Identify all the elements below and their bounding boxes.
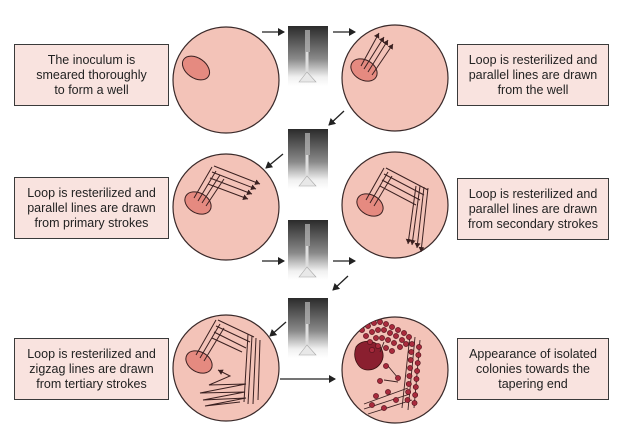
agar-plate-well-icon (172, 26, 280, 134)
colony-dot (395, 375, 401, 381)
colony-dot (373, 335, 379, 341)
colony-dot (391, 340, 397, 346)
agar-plate-zigzag-streak-icon (172, 314, 280, 422)
colony-dot (377, 319, 383, 325)
step-2-line-1: Loop is resterilized and (468, 52, 598, 67)
agar-plate-colonies-icon (341, 316, 449, 424)
step-1-line-2: smeared thoroughly (36, 67, 147, 82)
step-4-caption: Loop is resterilized and parallel lines … (457, 178, 609, 240)
colony-dot (414, 360, 421, 366)
step-4-line-2: parallel lines are drawn (468, 201, 598, 216)
step-2-line-2: parallel lines are drawn (468, 67, 598, 82)
step-3-line-3: from primary strokes (34, 215, 149, 230)
arrow-down-left-icon (328, 110, 345, 126)
colony-dot (406, 373, 413, 379)
step-4-line-1: Loop is resterilized and (468, 186, 598, 201)
colony-dot (411, 400, 418, 406)
step-4-line-3: from secondary strokes (468, 216, 598, 231)
colony-dot (389, 348, 395, 354)
agar-plate-secondary-streak-icon (172, 153, 280, 261)
step-2-caption: Loop is resterilized and parallel lines … (457, 44, 609, 106)
colony-dot (383, 321, 389, 327)
colony-dot (416, 344, 422, 350)
colony-dot (401, 330, 407, 336)
step-5-caption: Loop is resterilized and zigzag lines ar… (14, 338, 169, 400)
step-1-line-3: to form a well (54, 82, 129, 97)
colony-dot (407, 357, 414, 363)
colony-dot (415, 352, 422, 358)
colony-dot (377, 378, 383, 384)
step-6-line-3: tapering end (498, 376, 568, 391)
flow-arrows (262, 28, 356, 383)
colony-dot (395, 327, 401, 333)
colony-dot (407, 365, 413, 371)
colony-dot (369, 402, 375, 408)
colony-dot (408, 349, 415, 355)
colony-dot (383, 363, 389, 369)
step-5-line-2: zigzag lines are drawn (29, 361, 154, 376)
colony-dot (387, 330, 393, 336)
colony-dot (414, 368, 420, 374)
colony-dot (403, 341, 409, 347)
agar-plate-tertiary-streak-icon (341, 151, 449, 259)
agar-plate-primary-streak-icon (341, 24, 449, 132)
step-5-line-3: from tertiary strokes (36, 376, 147, 391)
step-6-line-1: Appearance of isolated (469, 346, 597, 361)
colony-dot (406, 334, 412, 340)
colony-dot (405, 389, 412, 395)
colony-dot (412, 392, 419, 398)
colony-dot (399, 337, 405, 343)
colony-dot (383, 345, 389, 351)
arrow-down-left-icon (265, 153, 284, 169)
step-1-caption: The inoculum is smeared thoroughly to fo… (14, 44, 169, 106)
colony-dot (367, 339, 373, 345)
step-3-line-1: Loop is resterilized and (27, 185, 156, 200)
bunsen-burner-flame-icon (288, 298, 328, 358)
colony-dot (369, 347, 375, 353)
colony-dot (375, 327, 381, 333)
colony-dot (409, 341, 415, 347)
colony-dot (381, 327, 387, 333)
colony-dot (375, 343, 381, 349)
colony-dot (405, 381, 412, 387)
colony-dot (379, 335, 385, 341)
step-6-caption: Appearance of isolated colonies towards … (457, 338, 609, 400)
arrow-down-left-icon (269, 321, 287, 337)
colony-dot (363, 333, 369, 339)
colony-dot (373, 393, 379, 399)
bunsen-burner-flame-icon (288, 220, 328, 280)
colony-dot (397, 344, 403, 350)
step-2-line-3: from the well (497, 82, 569, 97)
colony-dot (412, 384, 419, 390)
step-1-line-1: The inoculum is (47, 52, 136, 67)
step-5-line-1: Loop is resterilized and (27, 346, 156, 361)
colony-dot (385, 389, 391, 395)
bunsen-burner-flame-icon (288, 26, 328, 86)
step-3-line-2: parallel lines are drawn (27, 200, 156, 215)
colony-dot (413, 376, 420, 382)
colony-dot (393, 397, 399, 403)
colony-dot (385, 337, 391, 343)
colony-dot (381, 405, 387, 411)
colony-dot (404, 397, 411, 403)
bunsen-burner-flame-icon (288, 129, 328, 189)
step-6-line-2: colonies towards the (476, 361, 590, 376)
step-3-caption: Loop is resterilized and parallel lines … (14, 177, 169, 239)
colony-dot (389, 324, 395, 330)
arrow-down-left-icon (332, 275, 349, 291)
colony-dot (369, 329, 375, 335)
colony-dot (393, 333, 399, 339)
